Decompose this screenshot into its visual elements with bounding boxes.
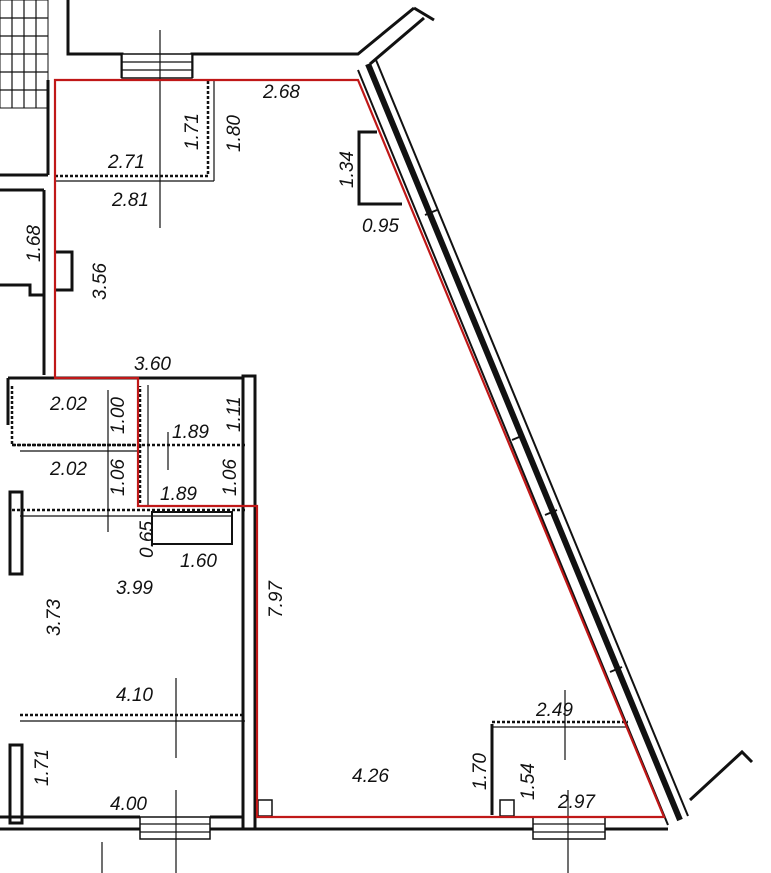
dim-left-wall-height: 3.56 (90, 263, 111, 300)
dim-corner-height-b: 1.54 (518, 763, 539, 800)
dim-room2-width: 4.10 (116, 685, 153, 706)
dim-nook-height: 0.65 (137, 521, 158, 558)
dim-left-shaft-height: 1.68 (24, 225, 45, 262)
dim-niche-height-b: 1.80 (224, 115, 245, 152)
dim-main-wall-height: 7.97 (266, 580, 287, 618)
window-top (121, 53, 193, 79)
dim-main-bottom-width: 4.26 (352, 766, 389, 787)
dim-closet-c-height: 1.06 (108, 459, 129, 496)
dim-bay-width: 0.95 (362, 216, 399, 237)
dim-bay-height: 1.34 (337, 151, 358, 188)
dim-room2-height: 1.71 (32, 749, 53, 786)
walls (0, 0, 668, 840)
dim-niche-top-width: 2.71 (107, 152, 145, 173)
window-bottom-right (532, 816, 606, 840)
dim-corner-bottom-width: 2.97 (557, 792, 596, 813)
dim-room-height: 3.73 (44, 599, 65, 636)
dim-room-width: 3.99 (116, 578, 153, 599)
dim-closet-b-height: 1.11 (224, 396, 245, 432)
dim-closet-width: 3.60 (134, 354, 171, 375)
dim-closet-a-height: 1.00 (108, 397, 129, 434)
stairwell (0, 0, 49, 109)
dim-top-width: 2.68 (262, 82, 300, 103)
curtain-wall (357, 59, 754, 826)
window-bottom-left (139, 816, 211, 840)
interior-partitions (10, 30, 628, 873)
dim-closet-a-width: 2.02 (49, 394, 87, 415)
dim-corner-width: 2.49 (535, 700, 573, 721)
dim-room2-bottom-width: 4.00 (110, 794, 147, 815)
dim-closet-b-width: 1.89 (172, 422, 209, 443)
dim-closet-c-width: 2.02 (49, 459, 87, 480)
dim-closet-d-width: 1.89 (160, 484, 197, 505)
dim-closet-d-height: 1.06 (220, 459, 241, 496)
dim-niche-bottom-width: 2.81 (111, 190, 149, 211)
apartment-outline (53, 78, 666, 819)
dimension-labels: 2.68 2.71 2.81 1.71 1.80 1.34 0.95 1.68 … (24, 82, 596, 815)
dim-niche-height-a: 1.71 (182, 113, 203, 150)
dim-nook-width: 1.60 (180, 551, 217, 572)
dim-corner-height-a: 1.70 (470, 753, 491, 790)
